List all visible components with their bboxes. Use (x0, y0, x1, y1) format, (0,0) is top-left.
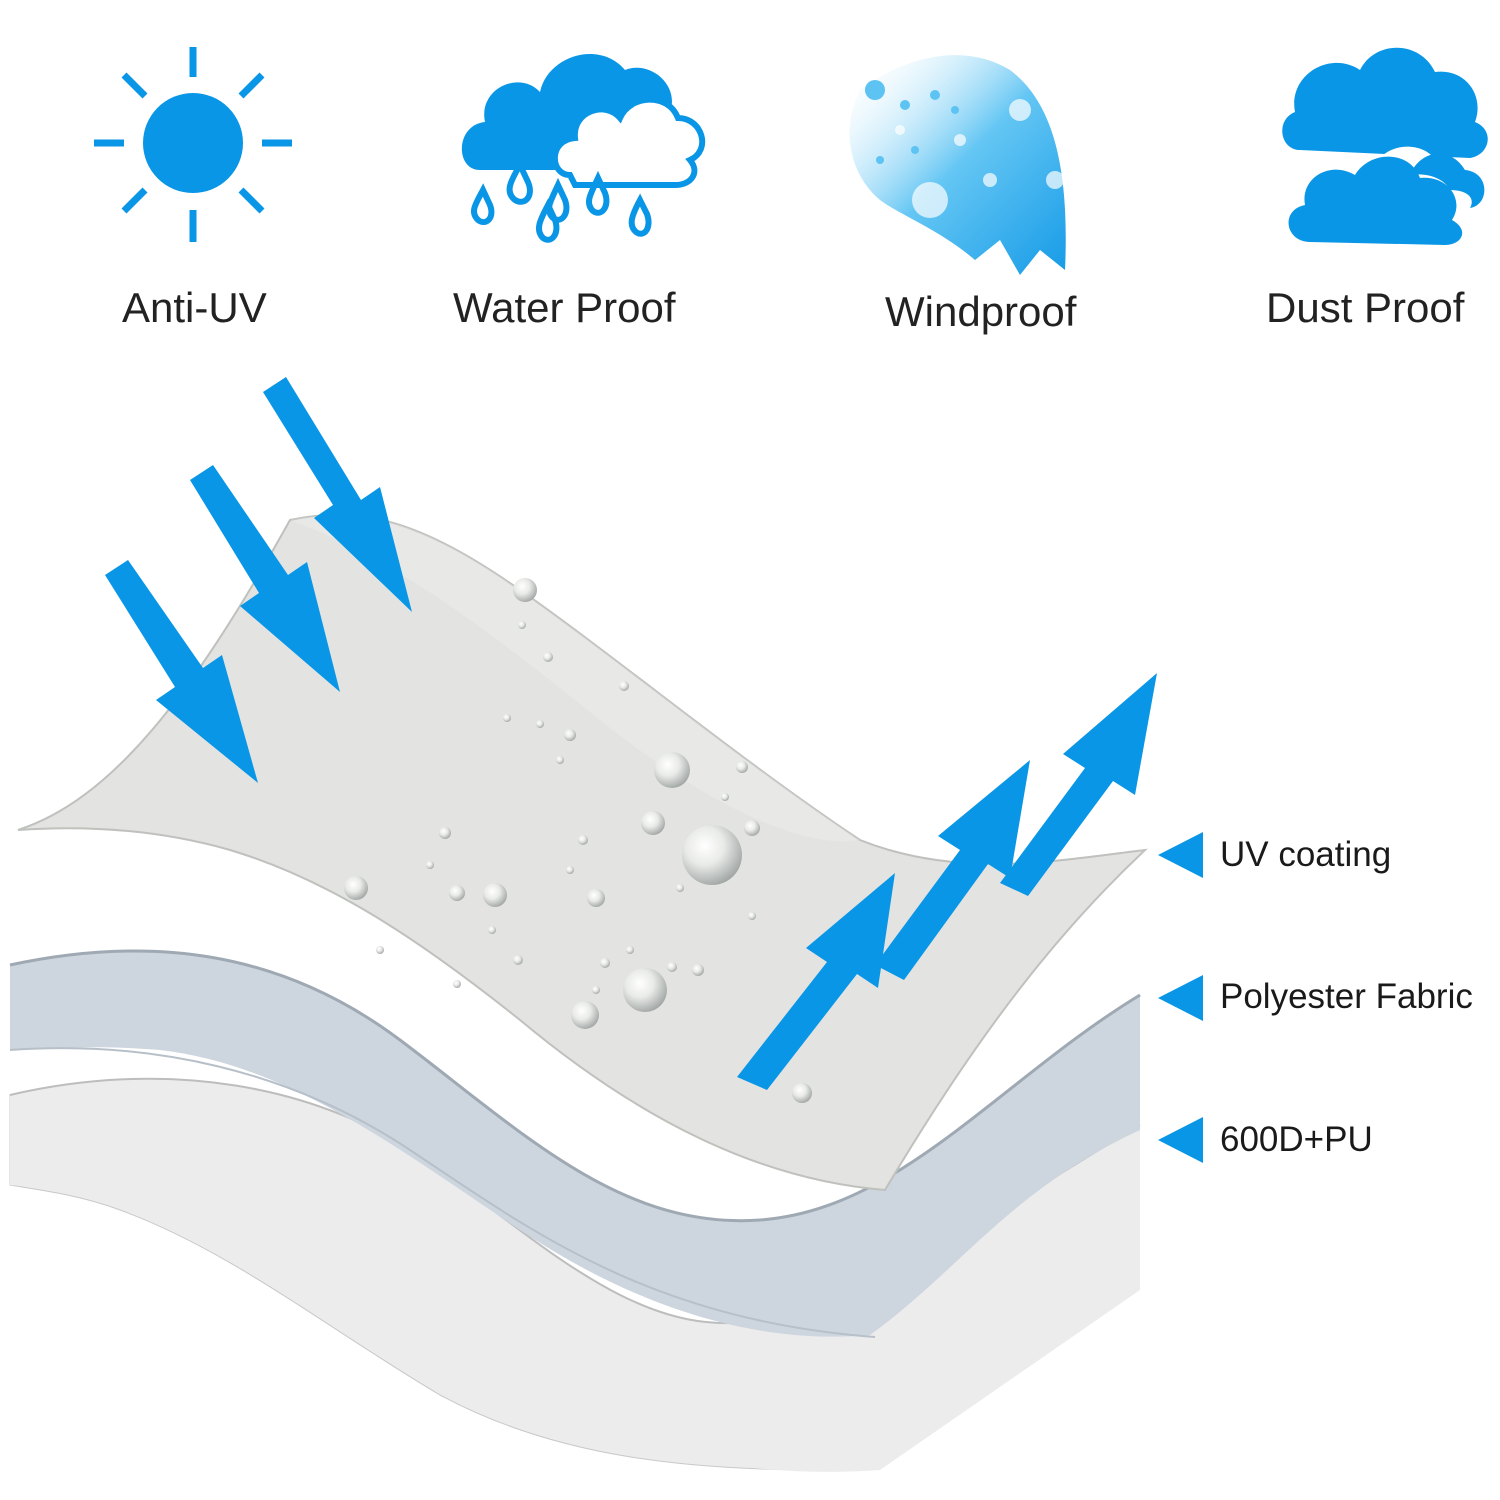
layer-polyester-fabric (10, 950, 1140, 1337)
layer-label-600d-pu: 600D+PU (1220, 1120, 1373, 1159)
600d-pu-pointer-icon (1158, 1117, 1203, 1163)
wind-icon (849, 55, 1066, 276)
uv-incoming-arrows (105, 377, 412, 783)
sun-icon (94, 47, 292, 242)
outgoing-arrows (737, 673, 1157, 1090)
rain-cloud-icon (461, 54, 706, 243)
feature-label-water-proof: Water Proof (453, 284, 676, 331)
feature-label-windproof: Windproof (885, 288, 1077, 335)
clouds-icon (1282, 47, 1488, 250)
feature-label-dust-proof: Dust Proof (1266, 284, 1465, 331)
uv-coating-pointer-icon (1158, 832, 1203, 878)
layer-label-uv-coating: UV coating (1220, 835, 1392, 874)
layer-label-polyester-fabric: Polyester Fabric (1220, 977, 1473, 1016)
polyester-fabric-pointer-icon (1158, 975, 1203, 1021)
feature-label-anti-uv: Anti-UV (122, 284, 267, 331)
water-droplets (344, 578, 812, 1103)
